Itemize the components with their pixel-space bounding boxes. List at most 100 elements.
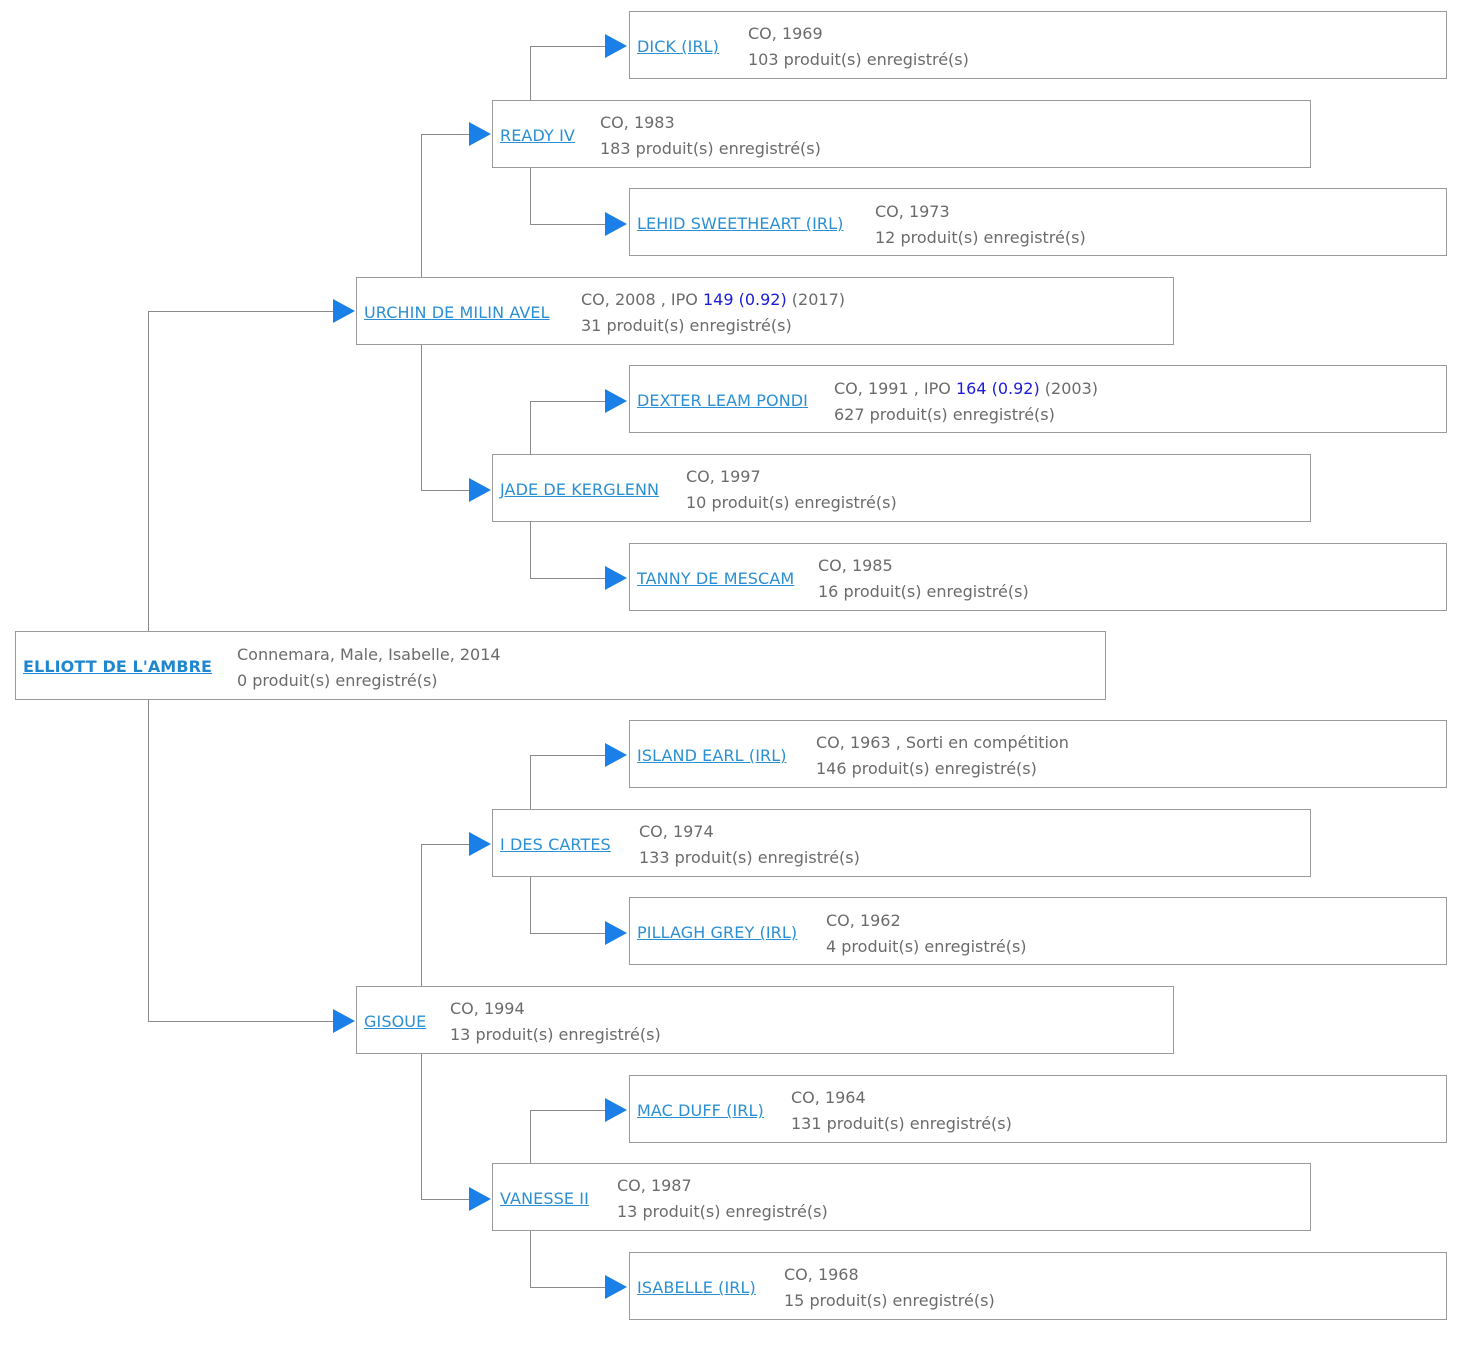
horse-info: CO, 1987 13 produit(s) enregistré(s) <box>617 1173 828 1225</box>
connector-line <box>421 134 422 278</box>
horse-info: CO, 1962 4 produit(s) enregistré(s) <box>826 908 1027 960</box>
horse-name-link[interactable]: DICK (IRL) <box>637 37 720 56</box>
pedigree-node-sire-sire-dam: LEHID SWEETHEART (IRL) CO, 1973 12 produ… <box>629 188 1447 256</box>
connector-line <box>421 1199 473 1200</box>
right-triangle-arrow-icon <box>605 921 627 945</box>
horse-offspring-count: 627 produit(s) enregistré(s) <box>834 405 1055 424</box>
horse-breed-year: CO, 1964 <box>791 1088 866 1107</box>
pedigree-node-dam: GISOUE CO, 1994 13 produit(s) enregistré… <box>356 986 1174 1054</box>
connector-line <box>530 933 610 934</box>
horse-info: CO, 1968 15 produit(s) enregistré(s) <box>784 1262 995 1314</box>
right-triangle-arrow-icon <box>605 1275 627 1299</box>
connector-line <box>530 755 531 810</box>
horse-offspring-count: 103 produit(s) enregistré(s) <box>748 50 969 69</box>
horse-offspring-count: 12 produit(s) enregistré(s) <box>875 228 1086 247</box>
right-triangle-arrow-icon <box>469 122 491 146</box>
connector-line <box>530 755 610 756</box>
horse-breed-year: CO, 1968 <box>784 1265 859 1284</box>
horse-info: CO, 1991 , IPO 164 (0.92) (2003) 627 pro… <box>834 376 1098 428</box>
horse-breed-year: CO, 1987 <box>617 1176 692 1195</box>
horse-name-link[interactable]: I DES CARTES <box>500 835 611 854</box>
ipo-value: 164 <box>955 379 987 398</box>
subject-horse-name-link[interactable]: ELLIOTT DE L'AMBRE <box>23 657 213 676</box>
connector-line <box>148 1021 338 1022</box>
horse-breed-sex-coat-year: Connemara, Male, Isabelle, 2014 <box>237 645 501 664</box>
right-triangle-arrow-icon <box>333 1009 355 1033</box>
right-triangle-arrow-icon <box>605 566 627 590</box>
horse-info: CO, 1994 13 produit(s) enregistré(s) <box>450 996 661 1048</box>
horse-name-link[interactable]: TANNY DE MESCAM <box>637 569 795 588</box>
horse-name-link[interactable]: ISABELLE (IRL) <box>637 1278 756 1297</box>
horse-breed-year: CO, 1973 <box>875 202 950 221</box>
horse-info: CO, 1997 10 produit(s) enregistré(s) <box>686 464 897 516</box>
horse-offspring-count: 31 produit(s) enregistré(s) <box>581 316 792 335</box>
pedigree-node-sire-dam-sire: DEXTER LEAM PONDI CO, 1991 , IPO 164 (0.… <box>629 365 1447 433</box>
connector-line <box>530 521 531 578</box>
horse-info: CO, 1963 , Sorti en compétition 146 prod… <box>816 730 1069 782</box>
horse-offspring-count: 10 produit(s) enregistré(s) <box>686 493 897 512</box>
horse-breed-year: CO, 1962 <box>826 911 901 930</box>
connector-line <box>530 224 610 225</box>
right-triangle-arrow-icon <box>605 34 627 58</box>
horse-name-link[interactable]: DEXTER LEAM PONDI <box>637 391 809 410</box>
horse-name-link[interactable]: MAC DUFF (IRL) <box>637 1101 764 1120</box>
horse-name-link[interactable]: URCHIN DE MILIN AVEL <box>364 303 550 322</box>
horse-name-link[interactable]: PILLAGH GREY (IRL) <box>637 923 798 942</box>
horse-name-link[interactable]: VANESSE II <box>500 1189 589 1208</box>
pedigree-node-dam-dam: VANESSE II CO, 1987 13 produit(s) enregi… <box>492 1163 1311 1231</box>
right-triangle-arrow-icon <box>605 389 627 413</box>
right-triangle-arrow-icon <box>605 1098 627 1122</box>
connector-line <box>148 311 149 632</box>
horse-breed-year-ipo: CO, 2008 , IPO 149 (0.92) (2017) <box>581 290 846 309</box>
horse-offspring-count: 13 produit(s) enregistré(s) <box>450 1025 661 1044</box>
horse-breed-year: CO, 1994 <box>450 999 525 1018</box>
horse-name-link[interactable]: LEHID SWEETHEART (IRL) <box>637 214 844 233</box>
horse-breed-year: CO, 1974 <box>639 822 714 841</box>
connector-line <box>421 844 473 845</box>
horse-offspring-count: 131 produit(s) enregistré(s) <box>791 1114 1012 1133</box>
connector-line <box>421 344 422 490</box>
horse-breed-year-ipo: CO, 1991 , IPO 164 (0.92) (2003) <box>834 379 1099 398</box>
ipo-coefficient: (0.92) <box>738 290 787 309</box>
right-triangle-arrow-icon <box>605 743 627 767</box>
pedigree-node-sire-dam: JADE DE KERGLENN CO, 1997 10 produit(s) … <box>492 454 1311 522</box>
horse-name-link[interactable]: ISLAND EARL (IRL) <box>637 746 787 765</box>
connector-line <box>530 46 610 47</box>
connector-line <box>530 1230 531 1287</box>
pedigree-node-dam-dam-sire: MAC DUFF (IRL) CO, 1964 131 produit(s) e… <box>629 1075 1447 1143</box>
ipo-coefficient: (0.92) <box>991 379 1040 398</box>
connector-line <box>530 46 531 101</box>
horse-offspring-count: 4 produit(s) enregistré(s) <box>826 937 1027 956</box>
right-triangle-arrow-icon <box>469 478 491 502</box>
horse-offspring-count: 16 produit(s) enregistré(s) <box>818 582 1029 601</box>
connector-line <box>530 1287 610 1288</box>
horse-info: Connemara, Male, Isabelle, 2014 0 produi… <box>237 642 501 694</box>
connector-line <box>530 401 610 402</box>
pedigree-node-subject: ELLIOTT DE L'AMBRE Connemara, Male, Isab… <box>15 631 1106 700</box>
connector-line <box>530 1110 610 1111</box>
horse-name-link[interactable]: READY IV <box>500 126 575 145</box>
pedigree-node-sire-sire-sire: DICK (IRL) CO, 1969 103 produit(s) enreg… <box>629 11 1447 79</box>
horse-name-link[interactable]: JADE DE KERGLENN <box>500 480 660 499</box>
pedigree-node-sire-dam-dam: TANNY DE MESCAM CO, 1985 16 produit(s) e… <box>629 543 1447 611</box>
horse-info: CO, 1969 103 produit(s) enregistré(s) <box>748 21 969 73</box>
connector-line <box>148 311 338 312</box>
right-triangle-arrow-icon <box>333 299 355 323</box>
connector-line <box>530 876 531 933</box>
horse-name-link[interactable]: GISOUE <box>364 1012 427 1031</box>
ipo-value: 149 <box>702 290 734 309</box>
connector-line <box>148 699 149 1021</box>
horse-info: CO, 1985 16 produit(s) enregistré(s) <box>818 553 1029 605</box>
connector-line <box>530 167 531 224</box>
pedigree-node-dam-dam-dam: ISABELLE (IRL) CO, 1968 15 produit(s) en… <box>629 1252 1447 1320</box>
pedigree-node-sire: URCHIN DE MILIN AVEL CO, 2008 , IPO 149 … <box>356 277 1174 345</box>
horse-breed-year: CO, 1997 <box>686 467 761 486</box>
horse-offspring-count: 133 produit(s) enregistré(s) <box>639 848 860 867</box>
right-triangle-arrow-icon <box>605 212 627 236</box>
horse-info: CO, 1983 183 produit(s) enregistré(s) <box>600 110 821 162</box>
horse-breed-year: CO, 1969 <box>748 24 823 43</box>
connector-line <box>530 1110 531 1164</box>
horse-offspring-count: 13 produit(s) enregistré(s) <box>617 1202 828 1221</box>
pedigree-node-dam-sire-sire: ISLAND EARL (IRL) CO, 1963 , Sorti en co… <box>629 720 1447 788</box>
horse-breed-year: CO, 1963 , Sorti en compétition <box>816 733 1069 752</box>
